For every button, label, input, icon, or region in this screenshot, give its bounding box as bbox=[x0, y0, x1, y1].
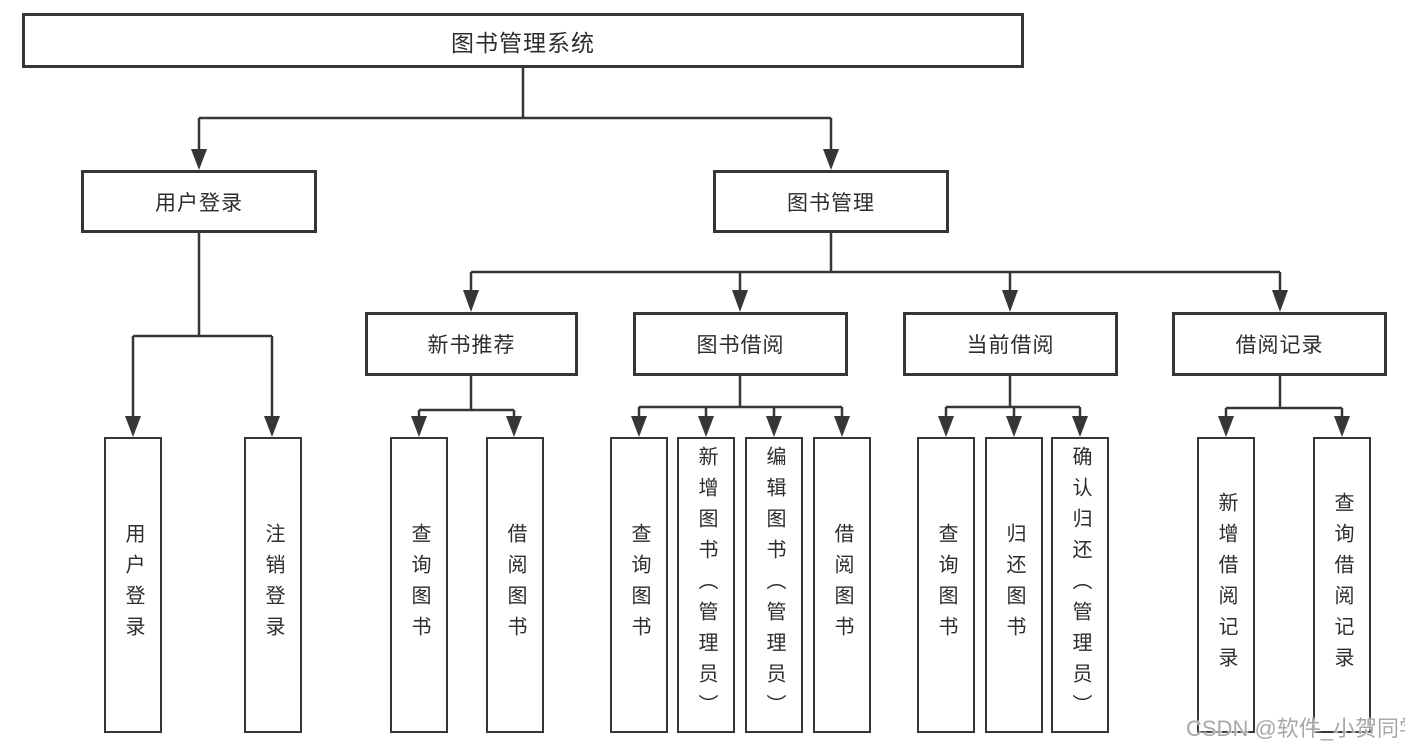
node-leaf-edit-books-admin: 编辑图书（管理员） bbox=[745, 437, 803, 733]
node-new-book-recommend: 新书推荐 bbox=[365, 312, 578, 376]
node-leaf-query-books-1: 查询图书 bbox=[390, 437, 448, 733]
node-label: 当前借阅 bbox=[966, 334, 1055, 357]
node-label: 查询借阅记录 bbox=[1331, 492, 1353, 678]
node-leaf-user-login: 用户登录 bbox=[104, 437, 162, 733]
node-leaf-borrow-books-2: 借阅图书 bbox=[813, 437, 871, 733]
node-label: 新增借阅记录 bbox=[1215, 492, 1237, 678]
node-label: 图书借阅 bbox=[696, 334, 785, 357]
node-label: 借阅图书 bbox=[504, 523, 526, 647]
node-leaf-query-books-2: 查询图书 bbox=[610, 437, 668, 733]
arrowheads bbox=[125, 149, 1350, 437]
node-label: 查询图书 bbox=[408, 523, 430, 647]
node-leaf-add-borrow-record: 新增借阅记录 bbox=[1197, 437, 1255, 733]
node-leaf-logout: 注销登录 bbox=[244, 437, 302, 733]
node-label: 确认归还（管理员） bbox=[1069, 445, 1091, 725]
node-label: 注销登录 bbox=[262, 523, 284, 647]
node-leaf-query-books-3: 查询图书 bbox=[917, 437, 975, 733]
node-label: 图书管理 bbox=[787, 191, 875, 215]
node-label: 图书管理系统 bbox=[451, 29, 595, 56]
node-book-borrowing: 图书借阅 bbox=[633, 312, 848, 376]
node-label: 新增图书（管理员） bbox=[695, 445, 717, 725]
node-label: 编辑图书（管理员） bbox=[763, 445, 785, 725]
node-leaf-return-books: 归还图书 bbox=[985, 437, 1043, 733]
node-leaf-query-borrow-record: 查询借阅记录 bbox=[1313, 437, 1371, 733]
node-label: 用户登录 bbox=[155, 191, 243, 215]
node-leaf-borrow-books-1: 借阅图书 bbox=[486, 437, 544, 733]
node-label: 查询图书 bbox=[935, 523, 957, 647]
node-leaf-add-books-admin: 新增图书（管理员） bbox=[677, 437, 735, 733]
node-label: 查询图书 bbox=[628, 523, 650, 647]
csdn-watermark: CSDN @软件_小贺同学 bbox=[1186, 716, 1405, 741]
node-borrow-records: 借阅记录 bbox=[1172, 312, 1387, 376]
node-label: 借阅记录 bbox=[1235, 334, 1324, 357]
node-leaf-confirm-return-admin: 确认归还（管理员） bbox=[1051, 437, 1109, 733]
node-label: 归还图书 bbox=[1003, 523, 1025, 647]
node-label: 新书推荐 bbox=[427, 334, 516, 357]
node-book-management: 图书管理 bbox=[713, 170, 949, 233]
node-label: 借阅图书 bbox=[831, 523, 853, 647]
node-library-system: 图书管理系统 bbox=[22, 13, 1024, 68]
node-user-login-branch: 用户登录 bbox=[81, 170, 317, 233]
node-current-borrowing: 当前借阅 bbox=[903, 312, 1118, 376]
node-label: 用户登录 bbox=[122, 523, 144, 647]
